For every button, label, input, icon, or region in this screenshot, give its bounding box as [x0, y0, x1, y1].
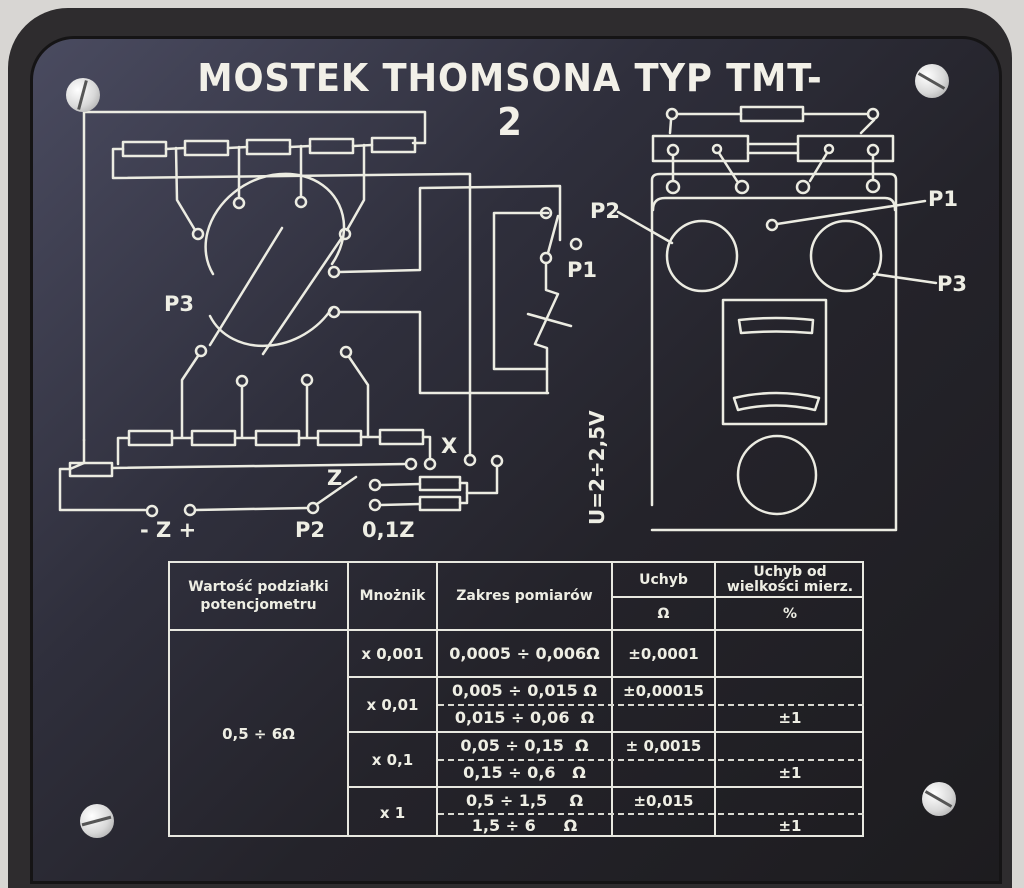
label-x: X [441, 434, 458, 458]
row-0-error-ohm: ±0,0001 [628, 644, 699, 663]
header-scale-value: Wartość podziałki potencjometru [188, 579, 329, 613]
row-2-error-pct: ±1 [778, 764, 802, 782]
device-title: MOSTEK THOMSONA TYP TMT-2 [197, 56, 823, 144]
row-3-multiplier: x 1 [379, 803, 406, 822]
p3-rotary-switch [194, 172, 562, 395]
p1-switch-rheostat [492, 206, 583, 395]
row-1-error-ohm: ±0,00015 [623, 682, 704, 700]
row-2-error-ohm: ± 0,0015 [625, 737, 702, 755]
measurement-range-table: Wartość podziałki potencjometru Mnożnik … [168, 561, 864, 837]
label-panel-p3: P3 [937, 272, 968, 296]
bottom-resistor-chain [58, 428, 504, 518]
label-p1-switch: P1 [567, 258, 598, 282]
row-1-multiplier: x 0,01 [366, 695, 419, 714]
screw-bottom-left [80, 804, 114, 838]
label-p3: P3 [164, 292, 195, 316]
screw-top-left [66, 78, 100, 112]
row-0-multiplier: x 0,001 [361, 644, 424, 663]
header-error-percent-unit: % [782, 605, 798, 622]
header-error-ohm: Uchyb [639, 571, 688, 588]
label-panel-p1: P1 [928, 187, 959, 211]
label-voltage: U=2÷2,5V [585, 410, 609, 525]
row-1-error-pct: ±1 [778, 709, 802, 727]
label-minus-z-plus: - Z + [140, 518, 197, 542]
row-3-range-a: 0,5 ÷ 1,5 Ω [465, 790, 584, 810]
label-p2: P2 [295, 518, 326, 542]
screw-top-right [915, 64, 949, 98]
row-1-range-a: 0,005 ÷ 0,015 Ω [452, 681, 597, 700]
row-2-range-b: 0,15 ÷ 0,6 Ω [463, 763, 586, 782]
row-2-multiplier: x 0,1 [371, 750, 414, 769]
top-resistor-chain [82, 110, 472, 457]
label-0-1z: 0,1Z [362, 518, 415, 542]
bottom-taps [180, 354, 370, 439]
header-error-percent: Uchyb od wielkości mierz. [726, 563, 854, 595]
row-3-range-b: 1,5 ÷ 6 Ω [471, 815, 578, 835]
screw-bottom-right [922, 782, 956, 816]
row-2-range-a: 0,05 ÷ 0,15 Ω [460, 736, 589, 755]
header-multiplier: Mnożnik [359, 588, 426, 604]
header-error-ohm-unit: Ω [657, 605, 670, 622]
instrument-panel-outline [616, 105, 938, 532]
row-0-range: 0,0005 ÷ 0,006Ω [449, 643, 600, 663]
row-1-range-b: 0,015 ÷ 0,06 Ω [454, 708, 595, 727]
header-measurement-range: Zakres pomiarów [456, 588, 593, 604]
label-z: Z [327, 466, 343, 490]
label-panel-p2: P2 [590, 199, 621, 223]
scale-value-cell: 0,5 ÷ 6Ω [222, 725, 295, 743]
row-3-error-pct: ±1 [778, 816, 802, 835]
row-3-error-ohm: ±0,015 [633, 791, 694, 810]
